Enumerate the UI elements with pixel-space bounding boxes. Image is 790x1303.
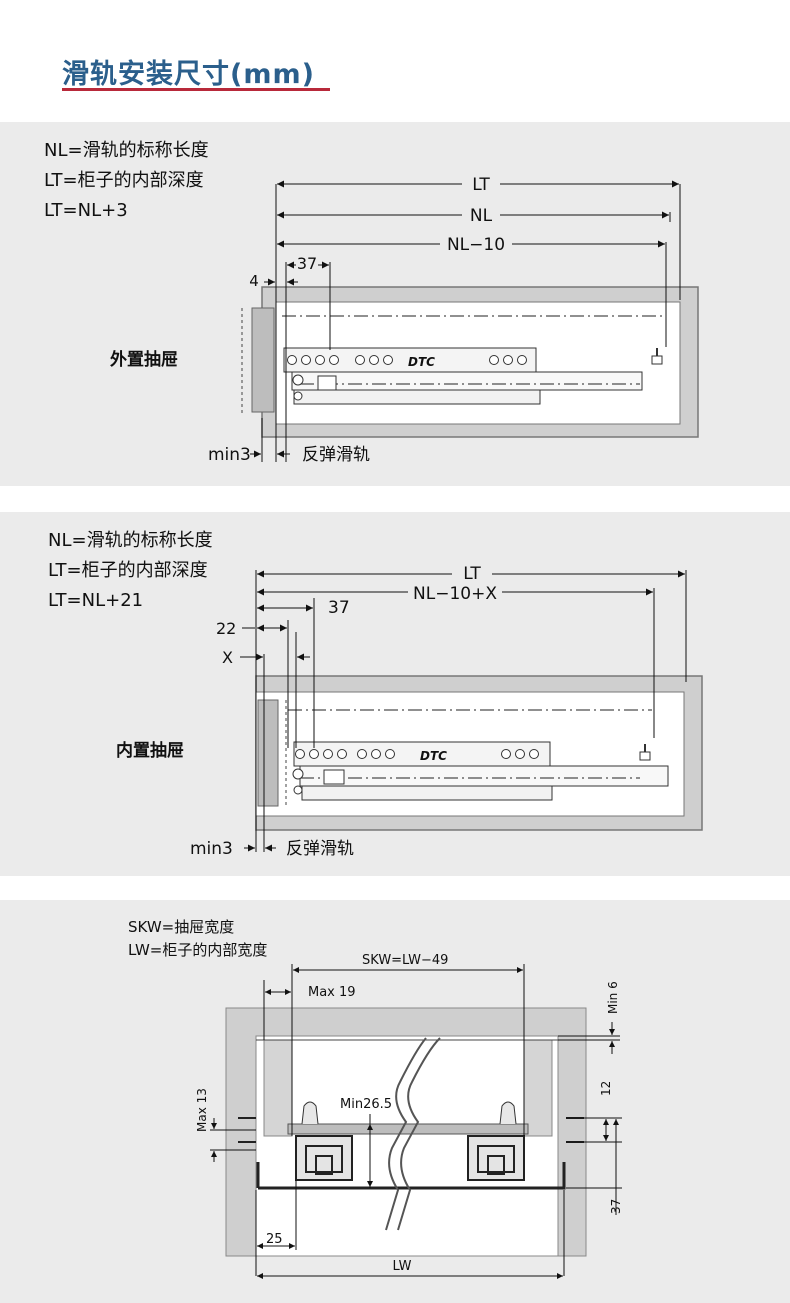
break-line-b xyxy=(385,1037,427,1231)
dim-max-13: Max 13 xyxy=(195,1088,209,1132)
locking-device-right xyxy=(499,1101,517,1125)
dim-skw: SKW=LW−49 xyxy=(362,953,448,968)
formula-nl: NL=滑轨的标称长度 xyxy=(48,530,213,551)
locking-device-left xyxy=(301,1101,319,1125)
dim-22: 22 xyxy=(216,619,236,638)
drawer-front xyxy=(257,699,279,807)
dim-min-6: Min 6 xyxy=(606,981,620,1014)
dim-37: 37 xyxy=(328,598,350,618)
formula-nl: NL=滑轨的标称长度 xyxy=(44,140,209,161)
release-lever xyxy=(323,769,345,785)
dim-12: 12 xyxy=(599,1081,613,1096)
drawer-type-label: 外置抽屉 xyxy=(110,350,178,370)
intermediate-member xyxy=(301,785,553,801)
dim-min-26-5: Min26.5 xyxy=(340,1097,392,1112)
inset-drawer-panel: NL=滑轨的标称长度 LT=柜子的内部深度 LT=NL+21 内置抽屉 DT xyxy=(0,512,790,876)
dim-nl: NL xyxy=(470,206,493,226)
title-underline xyxy=(62,88,330,91)
cabinet-member xyxy=(291,371,643,391)
dim-37: 37 xyxy=(609,1199,623,1214)
brand-mark: DTC xyxy=(420,749,447,763)
intermediate-member xyxy=(293,389,541,405)
page-title: 滑轨安装尺寸(mm) xyxy=(62,59,315,90)
dim-nl-minus-10-plus-x: NL−10+X xyxy=(413,584,497,604)
break-line-a xyxy=(397,1037,441,1231)
formula-lt-eq: LT=NL+21 xyxy=(48,590,144,611)
rear-bracket xyxy=(639,751,651,761)
dim-nl-minus-10: NL−10 xyxy=(447,235,505,255)
dim-lt: LT xyxy=(472,175,490,195)
formula-lt-eq: LT=NL+3 xyxy=(44,200,128,221)
release-lever xyxy=(317,375,337,391)
brand-mark: DTC xyxy=(408,355,435,369)
formula-lt: LT=柜子的内部深度 xyxy=(44,170,204,191)
dim-lt: LT xyxy=(463,564,481,584)
drawer-bottom xyxy=(287,1123,529,1135)
overlay-drawer-panel: NL=滑轨的标称长度 LT=柜子的内部深度 LT=NL+3 外置抽屉 DTC xyxy=(0,122,790,486)
formula-list: NL=滑轨的标称长度 LT=柜子的内部深度 LT=NL+3 xyxy=(44,136,209,226)
dim-min3: min3 xyxy=(190,839,233,859)
bottom-bracket xyxy=(256,1162,566,1190)
dim-min3: min3 xyxy=(208,445,251,465)
formula-list: NL=滑轨的标称长度 LT=柜子的内部深度 LT=NL+21 xyxy=(48,526,213,616)
formula-lw: LW=柜子的内部宽度 xyxy=(128,941,268,959)
dim-max-19: Max 19 xyxy=(308,985,356,1000)
dim-25: 25 xyxy=(266,1232,283,1247)
inset-drawer-diagram: DTC LT NL−10+X 37 22 X min3 反弹滑轨 xyxy=(190,563,703,859)
width-cross-section-diagram: SKW=LW−49 Max 19 Min 6 Max 13 Min26.5 12… xyxy=(195,953,623,1279)
drawer-front xyxy=(251,307,275,413)
drawer-type-label: 内置抽屉 xyxy=(116,741,184,761)
rebound-rail-label: 反弹滑轨 xyxy=(302,445,370,465)
formula-list: SKW=抽屉宽度 LW=柜子的内部宽度 xyxy=(128,916,267,962)
rear-bracket xyxy=(651,355,663,365)
drawer-side-left xyxy=(263,1039,293,1137)
rebound-rail-label: 反弹滑轨 xyxy=(286,839,354,859)
rail-profile-right xyxy=(467,1135,525,1181)
formula-lt: LT=柜子的内部深度 xyxy=(48,560,208,581)
dim-37: 37 xyxy=(297,254,317,273)
rail-profile-left xyxy=(295,1135,353,1181)
cabinet-member xyxy=(299,765,669,787)
width-section-panel: SKW=抽屉宽度 LW=柜子的内部宽度 xyxy=(0,900,790,1303)
dim-4: 4 xyxy=(249,272,259,290)
dim-lw: LW xyxy=(393,1259,412,1274)
formula-skw: SKW=抽屉宽度 xyxy=(128,918,235,936)
drawer-side-right xyxy=(523,1039,553,1137)
overlay-drawer-diagram: DTC LT NL NL−10 37 4 min3 反弹滑轨 xyxy=(208,174,699,465)
dim-x: X xyxy=(222,648,233,667)
